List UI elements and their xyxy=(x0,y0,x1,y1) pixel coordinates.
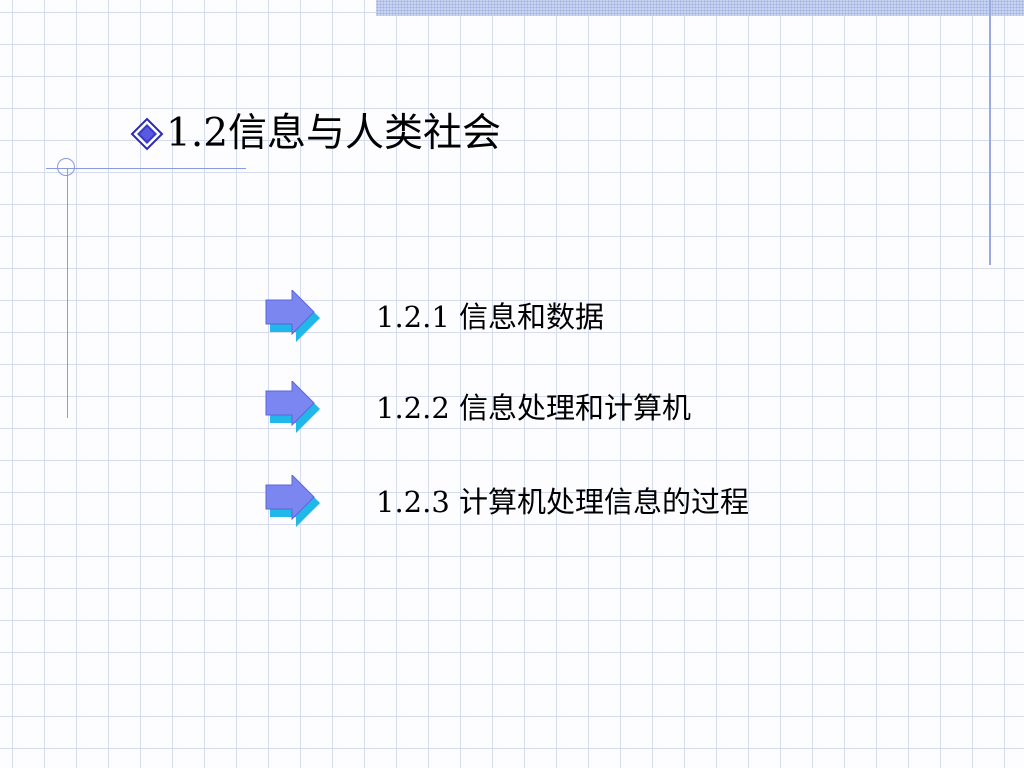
decorative-right-rule xyxy=(989,0,991,265)
topic-item-label: 1.2.2 信息处理和计算机 xyxy=(376,391,692,425)
decorative-vertical-rule xyxy=(67,168,68,418)
slide-title: 1.2信息与人类社会 xyxy=(166,111,502,156)
right-arrow-icon xyxy=(265,475,320,527)
right-arrow-icon xyxy=(265,381,320,433)
topic-item-label: 1.2.3 计算机处理信息的过程 xyxy=(376,485,750,519)
topic-item[interactable]: 1.2.1 信息和数据 xyxy=(262,290,604,344)
topic-item[interactable]: 1.2.3 计算机处理信息的过程 xyxy=(262,475,749,529)
decorative-corner-ring xyxy=(57,158,75,176)
right-arrow-icon xyxy=(265,290,320,342)
decorative-top-band xyxy=(376,0,1024,16)
slide-title-row: 1.2信息与人类社会 xyxy=(130,110,501,158)
decorative-horizontal-rule xyxy=(46,168,246,169)
topic-item[interactable]: 1.2.2 信息处理和计算机 xyxy=(262,381,691,435)
diamond-bullet-icon xyxy=(130,117,164,151)
topic-item-label: 1.2.1 信息和数据 xyxy=(376,300,605,334)
